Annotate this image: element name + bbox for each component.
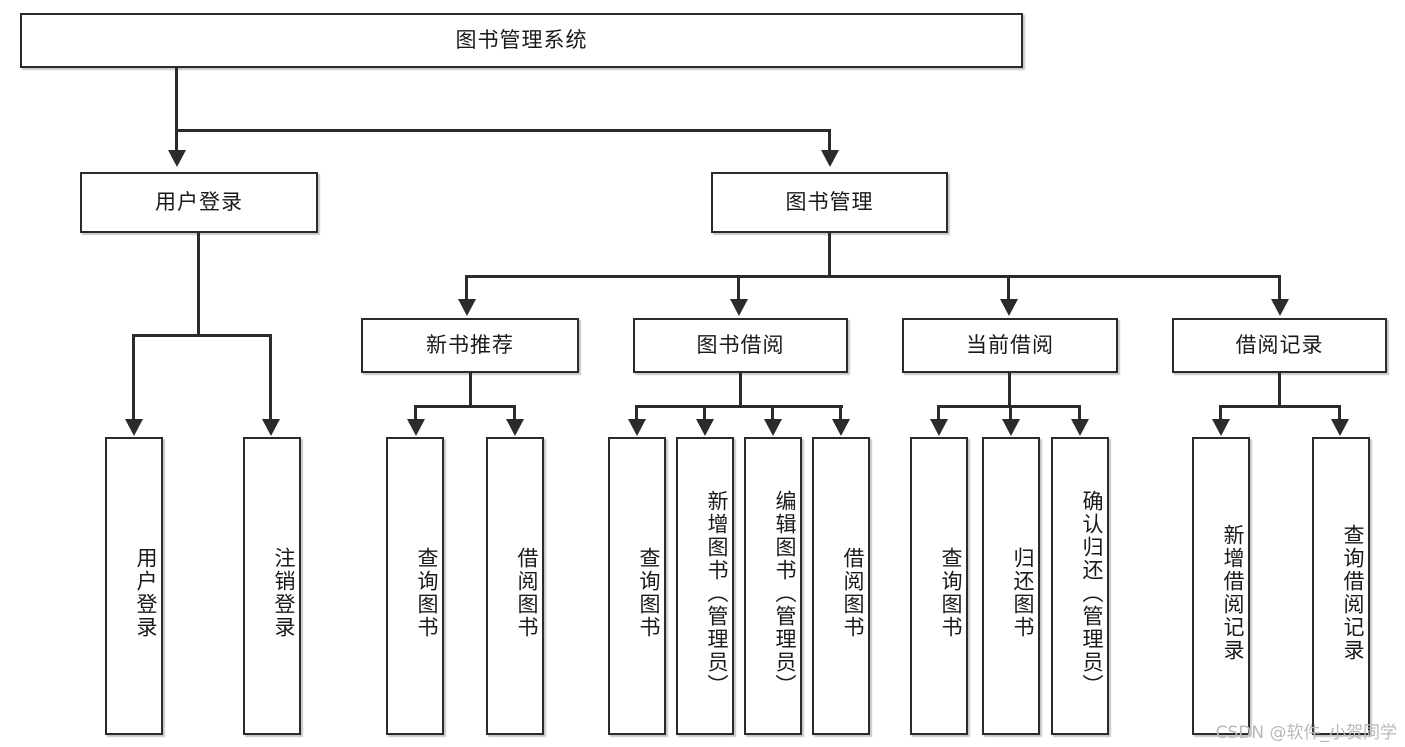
connector-newbook-child-1 — [414, 405, 417, 421]
connector-borrowrecord-trunk — [1278, 373, 1281, 407]
node-leaf-add-record[interactable]: 新增借阅记录 — [1192, 437, 1250, 735]
node-label: 新增图书（管理员） — [705, 489, 729, 697]
node-leaf-add-book[interactable]: 新增图书（管理员） — [676, 437, 734, 735]
arrow-to-leaf-logout — [262, 419, 280, 436]
node-label: 新书推荐 — [426, 332, 514, 357]
connector-bookmgmt-child-2 — [737, 275, 740, 300]
csdn-watermark: CSDN @软件_小贺同学 — [1215, 723, 1397, 743]
node-label: 查询借阅记录 — [1341, 524, 1365, 662]
connector-borrowrecord-child-2 — [1338, 405, 1341, 421]
node-new-book-recommend[interactable]: 新书推荐 — [361, 318, 579, 373]
node-leaf-borrow-book-1[interactable]: 借阅图书 — [486, 437, 544, 735]
connector-bookborrow-child-1 — [635, 405, 638, 421]
connector-user-login-child-1 — [132, 334, 135, 420]
node-leaf-query-book-2[interactable]: 查询图书 — [608, 437, 666, 735]
node-leaf-query-record[interactable]: 查询借阅记录 — [1312, 437, 1370, 735]
connector-bookborrow-trunk — [739, 373, 742, 407]
node-leaf-query-book-1[interactable]: 查询图书 — [386, 437, 444, 735]
node-label: 查询图书 — [939, 547, 963, 639]
connector-bookmgmt-child-3 — [1007, 275, 1010, 300]
node-leaf-user-login[interactable]: 用户登录 — [105, 437, 163, 735]
arrow-to-leaf-edit-book — [764, 419, 782, 436]
node-leaf-confirm-return[interactable]: 确认归还（管理员） — [1051, 437, 1109, 735]
arrow-to-leaf-user-login — [125, 419, 143, 436]
connector-bookborrow-child-4 — [839, 405, 842, 421]
arrow-to-current-borrow — [1000, 299, 1018, 316]
node-label: 编辑图书（管理员） — [773, 489, 797, 697]
node-label: 用户登录 — [155, 189, 243, 214]
arrow-to-new-book-recommend — [458, 299, 476, 316]
connector-user-login-trunk — [197, 233, 200, 335]
node-leaf-edit-book[interactable]: 编辑图书（管理员） — [744, 437, 802, 735]
connector-bookmgmt-bus — [465, 275, 1281, 278]
arrow-to-leaf-query-book-1 — [407, 419, 425, 436]
node-label: 借阅记录 — [1235, 332, 1324, 357]
node-label: 归还图书 — [1011, 547, 1035, 639]
node-leaf-logout[interactable]: 注销登录 — [243, 437, 301, 735]
arrow-to-book-management — [821, 150, 839, 167]
connector-bookborrow-child-3 — [771, 405, 774, 421]
connector-newbook-child-2 — [513, 405, 516, 421]
arrow-to-leaf-borrow-book-2 — [832, 419, 850, 436]
node-label: 图书借阅 — [696, 332, 785, 357]
arrow-to-leaf-add-record — [1212, 419, 1230, 436]
arrow-to-leaf-return-book — [1002, 419, 1020, 436]
node-label: 借阅图书 — [841, 547, 865, 639]
connector-bookmgmt-child-1 — [465, 275, 468, 300]
connector-root-trunk — [175, 68, 178, 130]
connector-currentborrow-trunk — [1008, 373, 1011, 407]
connector-user-login-bus — [132, 334, 270, 337]
connector-bookmgmt-child-4 — [1278, 275, 1281, 300]
connector-bookborrow-child-2 — [703, 405, 706, 421]
connector-currentborrow-child-3 — [1078, 405, 1081, 421]
node-label: 借阅图书 — [515, 547, 539, 639]
arrow-to-leaf-add-book — [696, 419, 714, 436]
connector-root-branch-right — [828, 129, 831, 151]
node-label: 查询图书 — [637, 547, 661, 639]
connector-newbook-trunk — [469, 373, 472, 407]
arrow-to-leaf-query-record — [1331, 419, 1349, 436]
node-label: 新增借阅记录 — [1221, 524, 1245, 662]
connector-currentborrow-bus — [937, 405, 1079, 408]
arrow-to-leaf-confirm-return — [1071, 419, 1089, 436]
connector-root-branch-left — [175, 129, 178, 151]
node-leaf-borrow-book-2[interactable]: 借阅图书 — [812, 437, 870, 735]
arrow-to-leaf-query-book-2 — [628, 419, 646, 436]
node-book-borrow[interactable]: 图书借阅 — [633, 318, 848, 373]
connector-user-login-child-2 — [269, 334, 272, 420]
connector-currentborrow-child-1 — [937, 405, 940, 421]
node-leaf-query-book-3[interactable]: 查询图书 — [910, 437, 968, 735]
arrow-to-leaf-borrow-book-1 — [506, 419, 524, 436]
node-label: 图书管理 — [785, 189, 874, 214]
node-label: 查询图书 — [415, 547, 439, 639]
node-user-login[interactable]: 用户登录 — [80, 172, 318, 233]
node-borrow-record[interactable]: 借阅记录 — [1172, 318, 1387, 373]
node-leaf-return-book[interactable]: 归还图书 — [982, 437, 1040, 735]
connector-bookmgmt-trunk — [828, 233, 831, 276]
connector-borrowrecord-child-1 — [1219, 405, 1222, 421]
node-label: 图书管理系统 — [455, 27, 588, 52]
arrow-to-user-login — [168, 150, 186, 167]
arrow-to-borrow-record — [1271, 299, 1289, 316]
arrow-to-book-borrow — [730, 299, 748, 316]
node-root-system[interactable]: 图书管理系统 — [20, 13, 1023, 68]
node-label: 用户登录 — [134, 547, 158, 639]
node-label: 确认归还（管理员） — [1080, 489, 1104, 697]
arrow-to-leaf-query-book-3 — [930, 419, 948, 436]
node-label: 当前借阅 — [966, 332, 1054, 357]
connector-borrowrecord-bus — [1219, 405, 1341, 408]
connector-newbook-bus — [414, 405, 516, 408]
connector-currentborrow-child-2 — [1009, 405, 1012, 421]
connector-bookborrow-bus — [635, 405, 843, 408]
node-book-management[interactable]: 图书管理 — [711, 172, 948, 233]
node-label: 注销登录 — [272, 547, 296, 639]
node-current-borrow[interactable]: 当前借阅 — [902, 318, 1118, 373]
connector-root-bus — [175, 129, 830, 132]
